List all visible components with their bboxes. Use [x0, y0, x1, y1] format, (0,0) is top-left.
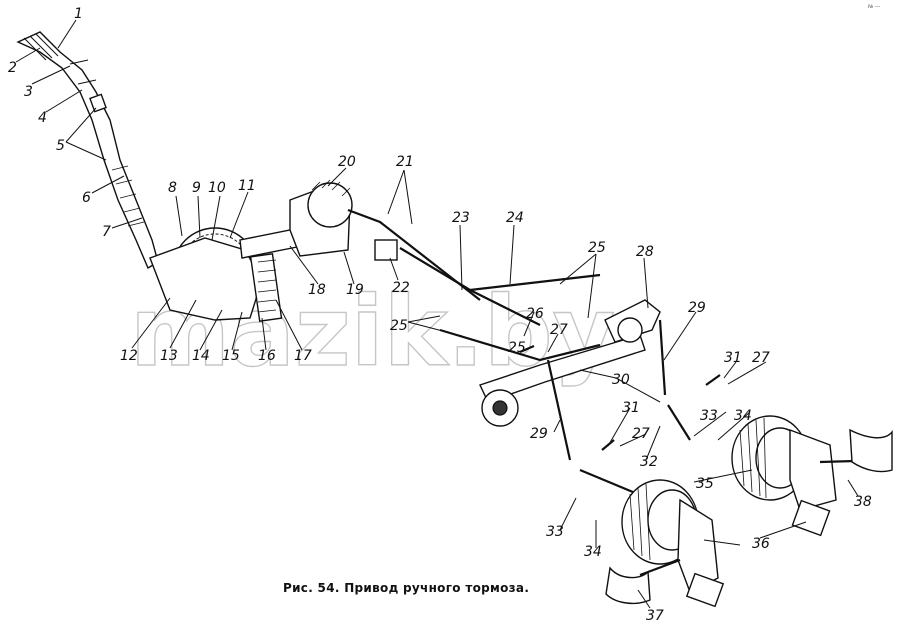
label-35: 35	[696, 476, 714, 492]
figure-caption: Рис. 54. Привод ручного тормоза.	[283, 581, 530, 595]
brake-rods	[347, 208, 601, 362]
label-37: 37	[646, 608, 664, 624]
label-27-right: 27	[752, 350, 770, 366]
label-36: 36	[752, 536, 770, 552]
label-34-right: 34	[734, 408, 752, 424]
label-33-left: 33	[546, 524, 564, 540]
label-7: 7	[102, 224, 111, 240]
label-33-right: 33	[700, 408, 718, 424]
hand-lever	[16, 31, 159, 270]
label-38: 38	[854, 494, 872, 510]
label-23: 23	[452, 210, 470, 226]
label-3: 3	[24, 84, 33, 100]
label-28: 28	[636, 244, 654, 260]
label-17: 17	[294, 348, 312, 364]
label-13: 13	[160, 348, 178, 364]
label-5: 5	[56, 138, 65, 154]
equalizer-beam	[479, 299, 661, 427]
label-8: 8	[168, 180, 177, 196]
label-31-right: 31	[724, 350, 742, 366]
label-16: 16	[258, 348, 276, 364]
label-30: 30	[612, 372, 630, 388]
callout-labels: 1 2 3 4 5 6 7 8 9 10 11 12 13 14 15 16 1…	[8, 6, 872, 624]
label-12: 12	[120, 348, 138, 364]
label-29-right: 29	[688, 300, 706, 316]
ratchet-sector	[149, 227, 283, 323]
label-1: 1	[74, 6, 83, 22]
label-4: 4	[38, 110, 47, 126]
label-21: 21	[396, 154, 414, 170]
label-18: 18	[308, 282, 326, 298]
label-32: 32	[640, 454, 658, 470]
cross-shaft	[239, 179, 353, 259]
label-25-top: 25	[588, 240, 606, 256]
label-25-left: 25	[390, 318, 408, 334]
corner-mark: № ---	[868, 4, 881, 10]
label-25-center: 25	[508, 340, 526, 356]
label-2: 2	[8, 60, 17, 76]
label-29-left: 29	[530, 426, 548, 442]
label-26: 26	[526, 306, 544, 322]
label-14: 14	[192, 348, 210, 364]
tie-rods	[546, 319, 691, 497]
label-22: 22	[392, 280, 410, 296]
label-34-left: 34	[584, 544, 602, 560]
label-20: 20	[338, 154, 356, 170]
label-19: 19	[346, 282, 364, 298]
label-31-lower: 31	[622, 400, 640, 416]
left-brake-drum	[605, 479, 725, 608]
label-10: 10	[208, 180, 226, 196]
label-24: 24	[506, 210, 524, 226]
right-brake-drum	[731, 415, 893, 537]
label-15: 15	[222, 348, 240, 364]
label-11: 11	[238, 178, 256, 194]
label-6: 6	[82, 190, 91, 206]
label-9: 9	[192, 180, 201, 196]
leader-lines	[15, 19, 859, 609]
label-27-lower: 27	[632, 426, 650, 442]
label-27-center: 27	[550, 322, 568, 338]
